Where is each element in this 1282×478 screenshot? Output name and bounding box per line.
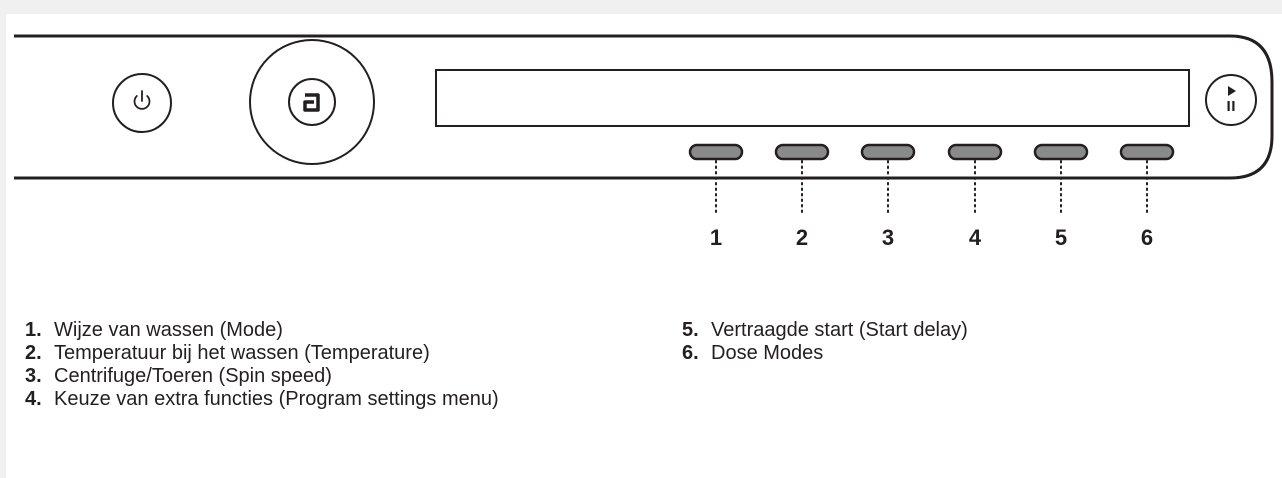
legend-number: 4. (25, 388, 42, 410)
brand-a-icon (303, 93, 320, 112)
legend-number: 5. (682, 319, 699, 341)
legend-item: 4. Keuze van extra functies (Program set… (25, 388, 585, 411)
legend-number: 3. (25, 365, 42, 387)
legend-item: 5. Vertraagde start (Start delay) (682, 319, 1222, 342)
callout-number-4: 4 (968, 225, 982, 250)
legend-text: Keuze van extra functies (Program settin… (54, 388, 499, 410)
option-button-3[interactable] (860, 143, 916, 161)
legend-text: Wijze van wassen (Mode) (54, 319, 283, 341)
display-window (435, 69, 1190, 127)
mode-dial[interactable] (249, 39, 375, 165)
legend-number: 6. (682, 342, 699, 364)
legend-item: 3. Centrifuge/Toeren (Spin speed) (25, 365, 585, 388)
legend-text: Centrifuge/Toeren (Spin speed) (54, 365, 332, 387)
callout-number-2: 2 (795, 225, 809, 250)
option-button-2[interactable] (774, 143, 830, 161)
callout-number-1: 1 (709, 225, 723, 250)
legend-number: 1. (25, 319, 42, 341)
play-pause-icon (1227, 86, 1236, 111)
top-background-band (0, 0, 1282, 14)
option-button-6[interactable] (1119, 143, 1175, 161)
legend-text: Vertraagde start (Start delay) (711, 319, 968, 341)
callout-number-3: 3 (881, 225, 895, 250)
callout-number-5: 5 (1054, 225, 1068, 250)
callout-number-6: 6 (1140, 225, 1154, 250)
left-background-band (0, 0, 6, 478)
legend-item: 6. Dose Modes (682, 342, 1222, 365)
legend-right: 5. Vertraagde start (Start delay) 6. Dos… (682, 319, 1222, 365)
panel-outline (14, 34, 1274, 180)
legend-text: Dose Modes (711, 342, 824, 364)
option-button-5[interactable] (1033, 143, 1089, 161)
start-pause-button[interactable] (1205, 74, 1257, 126)
power-button[interactable] (112, 73, 172, 133)
option-button-4[interactable] (947, 143, 1003, 161)
legend-item: 2. Temperatuur bij het wassen (Temperatu… (25, 342, 585, 365)
legend-text: Temperatuur bij het wassen (Temperature) (54, 342, 430, 364)
legend-number: 2. (25, 342, 42, 364)
legend-left: 1. Wijze van wassen (Mode) 2. Temperatuu… (25, 319, 585, 411)
power-icon (133, 90, 151, 110)
legend-item: 1. Wijze van wassen (Mode) (25, 319, 585, 342)
option-button-1[interactable] (688, 143, 744, 161)
